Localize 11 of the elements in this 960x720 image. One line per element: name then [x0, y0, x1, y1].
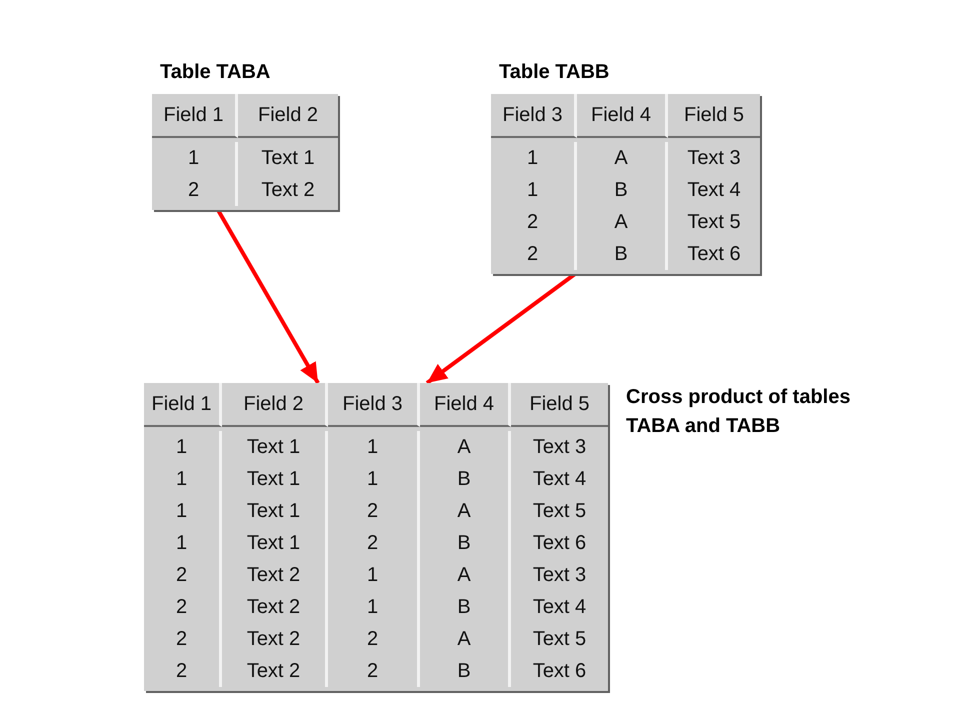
header-cell: Field 2	[222, 383, 328, 427]
table-caption: Cross product of tables TABA and TABB	[626, 385, 852, 439]
header-cell: Field 3	[328, 383, 420, 427]
arrow	[216, 209, 320, 384]
header-cell: Field 1	[144, 383, 222, 427]
header-cell: Field 3	[491, 94, 577, 138]
table-title: Table TABB	[499, 60, 610, 84]
header-cell: Field 4	[577, 94, 668, 138]
header-cell: Field 1	[152, 94, 238, 138]
table-title: Table TABA	[160, 60, 270, 84]
header-cell: Field 4	[420, 383, 511, 427]
